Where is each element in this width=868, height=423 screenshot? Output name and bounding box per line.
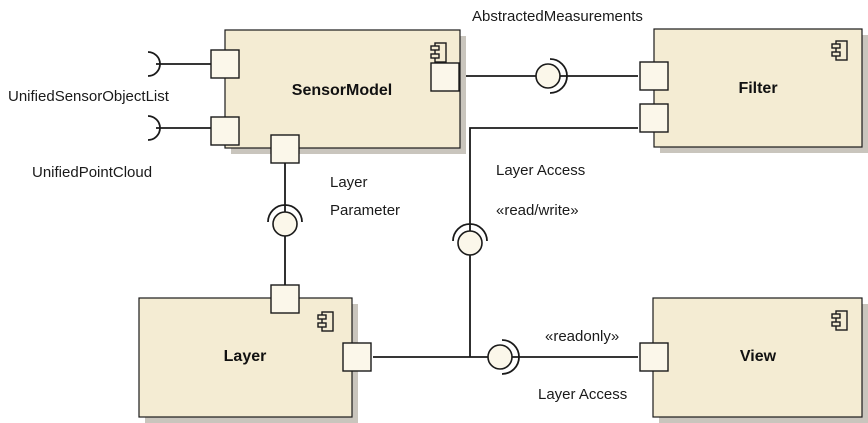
layer-access-readwrite-label: Layer Access bbox=[496, 162, 585, 179]
read-write-stereotype: «read/write» bbox=[496, 202, 579, 219]
port-point-cloud[interactable] bbox=[210, 116, 240, 146]
labels: UnifiedSensorObjectList UnifiedPointClou… bbox=[8, 8, 643, 403]
layer-component[interactable]: Layer bbox=[138, 297, 358, 423]
provided-interface-layer-parameter-icon bbox=[272, 211, 298, 237]
port-filter-layer-access[interactable] bbox=[639, 103, 669, 133]
required-interface-sensor-object-list-icon bbox=[147, 51, 161, 77]
provided-interface-layer-access-readwrite-icon bbox=[457, 230, 483, 256]
port-sensor-object-list[interactable] bbox=[210, 49, 240, 79]
required-interface-point-cloud-icon bbox=[147, 115, 161, 141]
provided-interface-abstracted-measurements-icon bbox=[535, 63, 561, 89]
sensor-model-component[interactable]: SensorModel bbox=[224, 29, 466, 154]
readonly-stereotype: «readonly» bbox=[545, 328, 619, 345]
required-interface-abstracted-measurements-icon bbox=[549, 58, 568, 94]
required-interface-layer-access-readwrite-icon bbox=[452, 223, 488, 242]
view-label: View bbox=[740, 348, 777, 365]
sensor-model-label: SensorModel bbox=[292, 82, 392, 99]
port-view-layer-access[interactable] bbox=[639, 342, 669, 372]
layer-label: Layer bbox=[224, 348, 267, 365]
layer-parameter-label-line1: Layer bbox=[330, 174, 368, 191]
required-interface-layer-access-readonly-icon bbox=[501, 339, 520, 375]
filter-component[interactable]: Filter bbox=[653, 28, 868, 153]
layer-parameter-label-line2: Parameter bbox=[330, 202, 400, 219]
interfaces bbox=[147, 51, 568, 375]
layer-access-readonly-label: Layer Access bbox=[538, 386, 627, 403]
unified-sensor-object-list-label: UnifiedSensorObjectList bbox=[8, 88, 170, 105]
port-layer-parameter-provider[interactable] bbox=[270, 284, 300, 314]
connector-layer-access-readwrite bbox=[469, 127, 638, 357]
filter-label: Filter bbox=[738, 80, 777, 97]
port-layer-parameter[interactable] bbox=[270, 134, 300, 164]
port-filter-measurements[interactable] bbox=[639, 61, 669, 91]
port-abstracted-measurements[interactable] bbox=[430, 62, 460, 92]
unified-point-cloud-label: UnifiedPointCloud bbox=[32, 164, 152, 181]
required-interface-layer-parameter-icon bbox=[267, 204, 303, 223]
port-layer-access-provider[interactable] bbox=[342, 342, 372, 372]
abstracted-measurements-label: AbstractedMeasurements bbox=[472, 8, 643, 25]
ports bbox=[210, 49, 669, 372]
provided-interface-layer-access-readonly-icon bbox=[487, 344, 513, 370]
view-component[interactable]: View bbox=[652, 297, 868, 423]
